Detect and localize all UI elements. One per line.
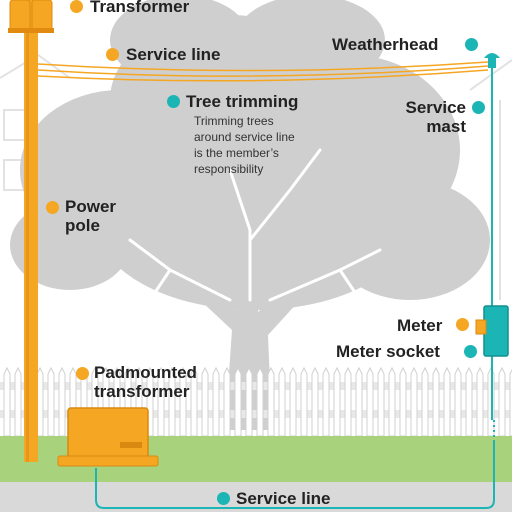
fence-picket (476, 366, 484, 437)
fence-picket (410, 366, 418, 437)
teal-dot-icon (465, 38, 478, 51)
label-service-line-top: Service line (126, 45, 221, 64)
fence-picket (300, 366, 308, 437)
fence-picket (333, 366, 341, 437)
fence-picket (58, 366, 66, 437)
orange-dot-icon (106, 48, 119, 61)
label-service-line-bottom: Service line (236, 489, 331, 508)
orange-dot-icon (76, 367, 89, 380)
label-padmounted-transformer: Padmounted transformer (94, 363, 197, 401)
label-padmounted-line: Padmounted (94, 363, 197, 382)
fence-picket (465, 366, 473, 437)
fence-picket (399, 366, 407, 437)
note-line: Trimming trees (194, 114, 274, 128)
fence-picket (212, 366, 220, 437)
fence-picket (234, 366, 242, 437)
fence-picket (289, 366, 297, 437)
service-mast-conduit (491, 66, 495, 440)
label-service-mast-line: mast (426, 117, 466, 136)
fence-picket (14, 366, 22, 437)
label-power-pole-line: pole (65, 216, 100, 235)
orange-dot-icon (456, 318, 469, 331)
fence-picket (432, 366, 440, 437)
teal-dot-icon (167, 95, 180, 108)
label-transformer: Transformer (90, 0, 190, 16)
fence-picket (421, 366, 429, 437)
fence-picket (278, 366, 286, 437)
fence-picket (388, 366, 396, 437)
weatherhead (484, 53, 500, 68)
label-meter-socket: Meter socket (336, 342, 440, 361)
fence-picket (311, 366, 319, 437)
teal-dot-icon (464, 345, 477, 358)
power-pole (24, 0, 38, 462)
fence-picket (443, 366, 451, 437)
fence-picket (498, 366, 506, 437)
fence-picket (223, 366, 231, 437)
fence-picket (245, 366, 253, 437)
fence-picket (454, 366, 462, 437)
fence-picket (366, 366, 374, 437)
fence-picket (267, 366, 275, 437)
fence-picket (256, 366, 264, 437)
note-line: is the member’s (194, 146, 279, 160)
padmounted-transformer (57, 407, 159, 467)
fence-picket (377, 366, 385, 437)
fence-picket (47, 366, 55, 437)
teal-dot-icon (472, 101, 485, 114)
label-weatherhead: Weatherhead (332, 35, 439, 54)
tree-branches (128, 148, 382, 302)
orange-dot-icon (46, 201, 59, 214)
label-meter: Meter (397, 316, 443, 335)
label-padmounted-line: transformer (94, 382, 190, 401)
label-service-mast-line: Service (405, 98, 467, 117)
teal-dot-icon (217, 492, 230, 505)
orange-dot-icon (70, 0, 83, 13)
fence-picket (201, 366, 209, 437)
picket-fence (0, 382, 512, 418)
fence-picket (344, 366, 352, 437)
tree-trunk (180, 258, 318, 430)
tree-canopy (10, 0, 490, 310)
label-service-mast: Service mast (390, 98, 467, 136)
note-line: responsibility (194, 162, 264, 176)
note-line: around service line (194, 130, 295, 144)
tree-trimming-note: Trimming trees around service line is th… (194, 113, 295, 177)
label-power-pole-line: Power (65, 197, 117, 216)
pole-transformer (8, 0, 54, 33)
label-tree-trimming: Tree trimming (186, 92, 299, 111)
label-power-pole: Power pole (65, 197, 116, 235)
fence-picket (355, 366, 363, 437)
meter-socket-shape (475, 305, 509, 357)
underground-service-line (95, 440, 495, 509)
fence-picket (3, 366, 11, 437)
fence-picket (322, 366, 330, 437)
overhead-service-line (37, 61, 489, 82)
